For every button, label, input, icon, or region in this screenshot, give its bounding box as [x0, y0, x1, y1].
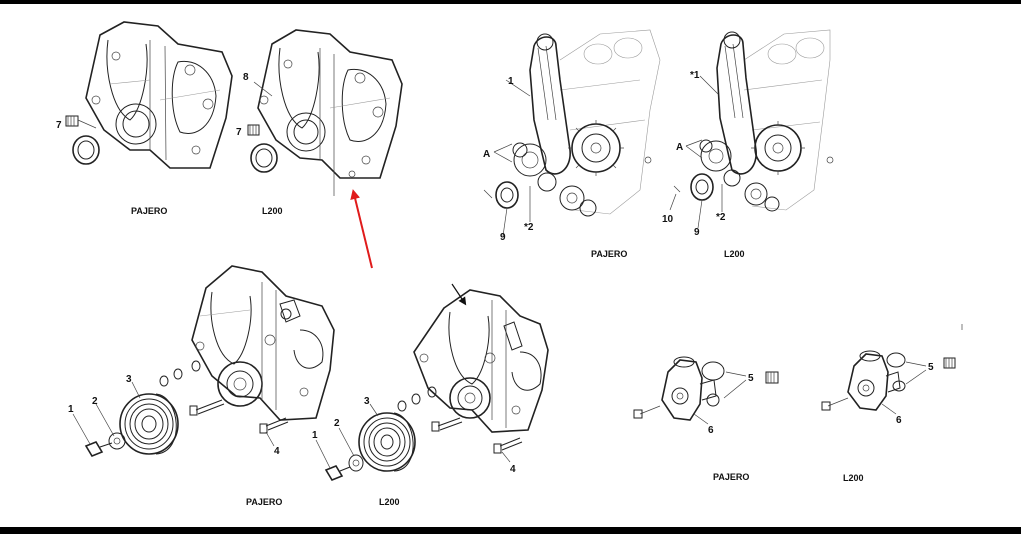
leader-5-pajero — [723, 371, 747, 399]
camshaft-gear-l200 — [751, 121, 805, 175]
plug-7-pajero — [65, 115, 97, 129]
caption-pulley-l200: L200 — [379, 497, 400, 507]
small-bolt-pajero — [483, 189, 493, 199]
bolts-4-l200 — [397, 386, 523, 454]
leader-6-pajero — [693, 413, 709, 425]
leader-3-pulley-pajero — [131, 381, 141, 399]
bolt-1-pajero — [84, 441, 113, 457]
plug-5-l200 — [943, 357, 956, 369]
pump-housing-6-l200 — [847, 350, 901, 411]
leader-1-pulley-l200 — [315, 439, 331, 469]
callout-3-pulley-pajero: 3 — [126, 374, 132, 385]
callout-1-pajero: 1 — [508, 76, 514, 87]
timing-chain-l200 — [716, 31, 757, 175]
front-case-pajero — [191, 265, 335, 421]
engine-block-pajero — [559, 29, 661, 215]
crank-pulley-3-l200 — [358, 412, 416, 472]
leader-2-pulley-pajero — [95, 403, 115, 437]
callout-2-pulley-l200: 2 — [334, 418, 340, 429]
callout-2-pulley-pajero: 2 — [92, 396, 98, 407]
callout-3-pulley-l200: 3 — [364, 396, 370, 407]
bolt-1-l200 — [324, 465, 351, 481]
caption-pulley-pajero: PAJERO — [246, 497, 282, 507]
pump-bolt-pajero — [639, 405, 661, 415]
leader-5-l200 — [905, 361, 927, 385]
leader-1-l200 — [699, 75, 719, 95]
callout-4-pulley-l200: 4 — [510, 464, 516, 475]
leader-8 — [253, 81, 273, 97]
callout-1-pulley-pajero: 1 — [68, 404, 74, 415]
callout-7-pajero: 7 — [56, 120, 62, 131]
callout-4-pulley-pajero: 4 — [274, 446, 280, 457]
oil-seal-9-pajero — [495, 181, 519, 209]
caption-pump-pajero: PAJERO — [713, 472, 749, 482]
timing-cover-pajero — [85, 21, 233, 169]
callout-6-l200: 6 — [896, 415, 902, 426]
callout-2-l200: *2 — [716, 212, 726, 223]
timing-chain-pajero — [529, 33, 571, 175]
callout-5-pajero: 5 — [748, 373, 754, 384]
black-pointer-arrow — [451, 283, 467, 306]
callout-9-l200: 9 — [694, 227, 700, 238]
front-case-l200 — [413, 289, 549, 433]
plug-5-pajero — [765, 371, 779, 384]
o-rings-pajero — [701, 361, 725, 407]
leader-10-l200 — [669, 193, 677, 211]
camshaft-gear-pajero — [568, 120, 624, 176]
callout-A-pajero: A — [483, 149, 490, 160]
leader-A-pajero — [493, 143, 513, 163]
leader-3-pulley-l200 — [369, 403, 379, 417]
leader-6-l200 — [881, 403, 897, 415]
callout-7-l200: 7 — [236, 127, 242, 138]
leader-1-pajero — [505, 79, 531, 97]
callout-8: 8 — [243, 72, 249, 83]
callout-9-pajero: 9 — [500, 232, 506, 243]
plug-7-l200 — [247, 124, 260, 136]
callout-A-l200: A — [676, 142, 683, 153]
washer-2-pajero — [108, 432, 126, 450]
leader-4-pulley-l200 — [501, 451, 511, 463]
callout-10-l200: 10 — [662, 214, 674, 225]
leader-2-pulley-l200 — [338, 427, 355, 457]
callout-2-pajero: *2 — [524, 222, 534, 233]
bolts-4-pajero — [159, 360, 289, 434]
callout-1-l200: *1 — [690, 70, 700, 81]
oil-seal-l200 — [250, 143, 278, 173]
leader-A-l200 — [685, 139, 703, 159]
washer-2-l200 — [348, 454, 364, 472]
callout-1-pulley-l200: 1 — [312, 430, 318, 441]
leader-4-pulley-pajero — [265, 431, 275, 447]
idler-gears-l200 — [699, 139, 780, 212]
caption-pump-l200: L200 — [843, 473, 864, 483]
idler-gears-pajero — [512, 142, 597, 217]
leader-1-pulley-pajero — [72, 413, 91, 445]
caption-cover-l200: L200 — [262, 206, 283, 216]
top-border — [0, 0, 1021, 4]
pump-bolt-l200 — [827, 397, 849, 407]
oil-seal-pajero — [72, 135, 100, 165]
caption-timing-pajero: PAJERO — [591, 249, 627, 259]
o-rings-l200 — [886, 352, 906, 392]
bottom-border — [0, 527, 1021, 534]
caption-timing-l200: L200 — [724, 249, 745, 259]
callout-5-l200: 5 — [928, 362, 934, 373]
leader-9-pajero — [502, 207, 508, 237]
pump-housing-6-pajero — [661, 356, 717, 421]
leader-9-l200 — [697, 199, 703, 229]
timing-cover-l200 — [257, 29, 403, 196]
crank-pulley-3-pajero — [119, 393, 179, 455]
oil-seal-9-l200 — [690, 173, 714, 201]
caption-cover-pajero: PAJERO — [131, 206, 167, 216]
callout-6-pajero: 6 — [708, 425, 714, 436]
small-bolt-10-l200 — [673, 185, 681, 193]
red-pointer-arrow — [350, 189, 373, 269]
